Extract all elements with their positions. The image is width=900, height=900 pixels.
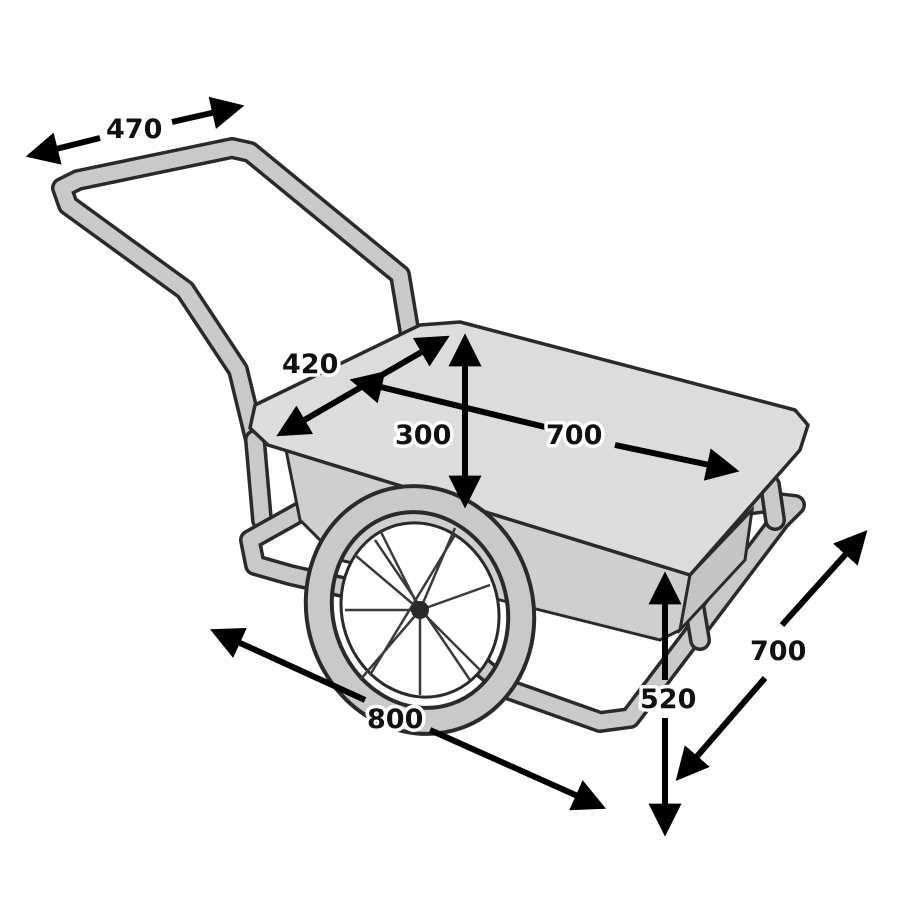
arrow-box-length-left — [349, 371, 546, 430]
label-platform-height: 520 — [640, 684, 696, 715]
arrow-handle-width-left — [25, 132, 101, 165]
wheel-hub — [411, 601, 429, 619]
label-box-depth: 420 — [282, 349, 338, 380]
arrow-overall-length-right — [428, 727, 607, 811]
arrow-box-length-right — [614, 442, 740, 481]
arrow-handle-width-right — [171, 96, 245, 129]
label-box-length: 700 — [546, 420, 602, 451]
cart-wheel — [303, 484, 537, 736]
arrow-overall-width-down — [675, 676, 768, 781]
arrow-overall-length-left — [209, 627, 367, 703]
label-handle-width: 470 — [106, 114, 162, 145]
dimension-arrows — [25, 96, 868, 837]
cart-handle — [51, 137, 421, 531]
label-box-height: 300 — [395, 420, 451, 451]
label-overall-length: 800 — [367, 704, 423, 735]
dimension-labels: 470 420 300 700 800 520 700 — [103, 111, 810, 739]
label-overall-width: 700 — [750, 636, 806, 667]
arrow-overall-width-up — [779, 530, 868, 628]
